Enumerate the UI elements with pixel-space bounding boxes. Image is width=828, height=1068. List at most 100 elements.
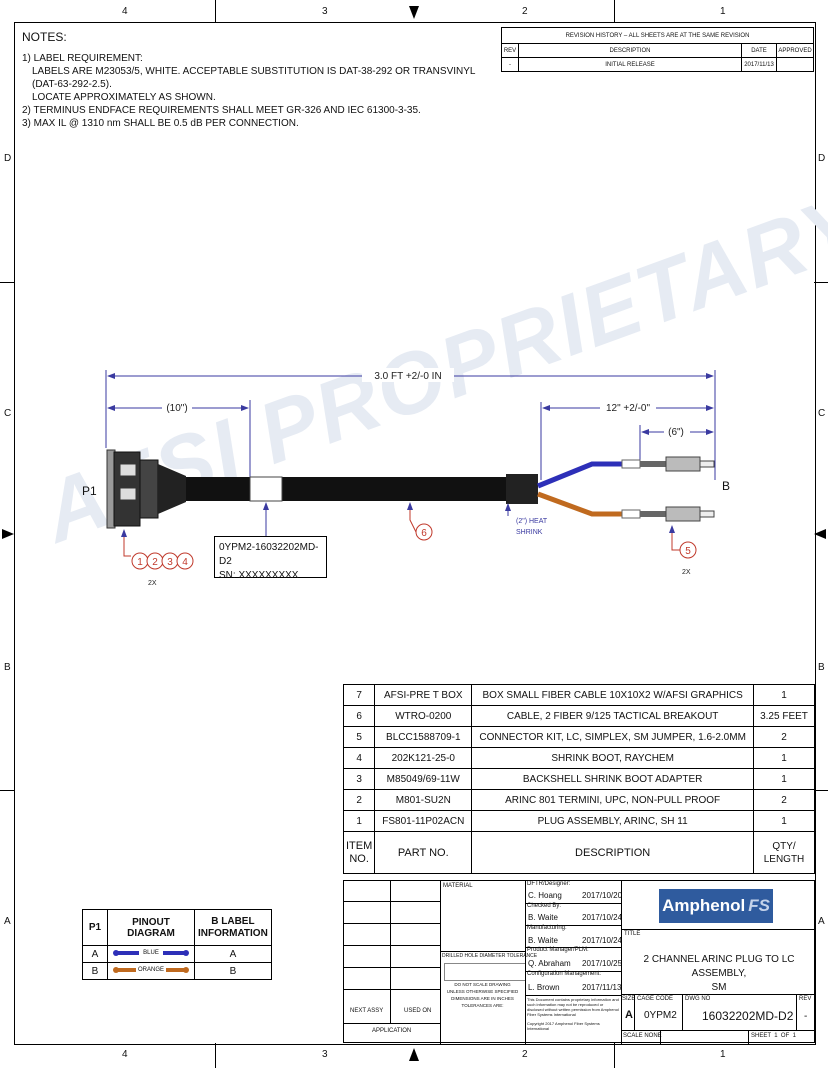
zone-label: 2 [522,1049,528,1060]
arinc-plug-connector [106,449,186,529]
pinout-header: PINOUT DIAGRAM [107,909,195,946]
pinout-header: INFORMATION [198,927,268,939]
used-on-label: USED ON [404,1008,432,1014]
note-line: 1) LABEL REQUIREMENT: [22,53,143,64]
note-line: 3) MAX IL @ 1310 nm SHALL BE 0.5 dB PER … [22,118,299,129]
balloon-number: 6 [421,528,427,539]
cage-code: 0YPM2 [644,1010,677,1021]
bom-item: 4 [342,747,376,769]
leg-offset-text: (6") [668,427,684,438]
title-block: NEXT ASSY USED ON APPLICATION MATERIAL D… [343,880,816,1044]
heat-shrink-callout: SHRINK [516,529,543,536]
balloon-number: 1 [137,557,143,568]
material-label: MATERIAL [443,883,473,889]
bom-item: 1 [342,810,376,832]
pinout-header: B LABEL [211,915,255,927]
bom-part: BLCC1588709-1 [374,726,473,748]
bom-header: DESCRIPTION [471,831,754,874]
bom-part: M801-SU2N [374,789,473,811]
note-line: LABELS ARE M23053/5, WHITE. ACCEPTABLE S… [32,66,476,90]
approval-date: 2017/10/25 [582,959,623,968]
bom-part: WTRO-0200 [374,705,473,727]
overall-length-text: 3.0 FT +2/-0 IN [374,371,441,382]
revision-title: REVISION HISTORY – ALL SHEETS ARE AT THE… [501,27,814,44]
lc-connector [640,456,715,472]
tolerance-note: DO NOT SCALE DRAWING [454,982,511,987]
center-mark-top [409,6,419,19]
approval-role: Checked By: [527,903,562,909]
bom-qty: 1 [753,684,815,706]
bom-desc: BACKSHELL SHRINK BOOT ADAPTER [471,768,754,790]
next-assy-label: NEXT ASSY [350,1008,384,1014]
center-mark-bottom [409,1048,419,1061]
bom-desc: PLUG ASSEMBLY, ARINC, SH 11 [471,810,754,832]
balloon-qty: 2X [682,569,691,576]
lc-connector [640,506,715,522]
balloon-number: 2 [152,557,158,568]
approval-role: Configuration Management: [527,971,602,977]
rev-label: REV [799,996,812,1002]
pinout-fiber [113,947,189,958]
rev-value: - [804,1011,808,1022]
revision-cell: INITIAL RELEASE [518,57,742,72]
bom-part: AFSI-PRE T BOX [374,684,473,706]
bom-qty: 2 [753,789,815,811]
bom-qty: 1 [753,747,815,769]
pinout-b: A [194,945,272,963]
size-label: SIZE [622,996,636,1002]
pinout-b: B [194,962,272,980]
revision-cell: 2017/11/13 [741,57,777,72]
drawing-title: 2 CHANNEL ARINC PLUG TO LC ASSEMBLY, [643,954,795,979]
revision-header: DATE [741,43,777,58]
zone-label: 4 [122,1049,128,1060]
zone-label: D [4,153,12,164]
bom-part: FS801-11P02ACN [374,810,473,832]
notes-heading: NOTES: [22,30,67,44]
approval-date: 2017/11/13 [582,983,622,992]
revision-header: APPROVED [776,43,814,58]
title-label: TITLE [624,931,641,937]
heat-shrink-callout: (2") HEAT [516,518,548,525]
revision-cell [776,57,814,72]
bom-desc: CABLE, 2 FIBER 9/125 TACTICAL BREAKOUT [471,705,754,727]
balloon-number: 4 [182,557,188,568]
balloon-connector [679,541,697,559]
notes-block: NOTES: 1) LABEL REQUIREMENT: LABELS ARE … [22,30,502,130]
bom-qty: 3.25 FEET [753,705,815,727]
bom-part: 202K121-25-0 [374,747,473,769]
label-offset-text: (10") [166,403,187,414]
tolerance-title: DRILLED HOLE DIAMETER TOLERANCE [442,953,538,959]
approval-role: Product Manager/PLM: [527,947,589,953]
bom-desc: ARINC 801 TERMINI, UPC, NON-PULL PROOF [471,789,754,811]
dwg-label: DWG NO [685,996,711,1002]
bom-header: LENGTH [763,853,805,865]
bom-item: 3 [342,768,376,790]
bom-part: M85049/69-11W [374,768,473,790]
end-b-label: B [722,479,730,493]
balloon-number: 3 [167,557,173,568]
zone-label: 3 [322,1049,328,1060]
revision-header: DESCRIPTION [518,43,742,58]
breakout-length-text: 12" +2/-0" [606,403,651,414]
bom-qty: 2 [753,726,815,748]
zone-label: A [4,916,11,927]
approval-role: DFTR/Designer: [527,881,571,887]
cable-drawing: 3.0 FT +2/-0 IN (10") 12" +2/-0" (6") P1… [82,368,730,587]
zone-label: C [4,408,12,419]
bom-item: 2 [342,789,376,811]
approval-name: Q. Abraham [528,959,571,968]
scale-label: SCALE NONE [623,1033,662,1039]
pinout-color: ORANGE [137,967,164,973]
tolerance-note: UNLESS OTHERWISE SPECIFIED [446,989,519,994]
bom-qty: 1 [753,810,815,832]
revision-header: REV [501,43,519,58]
zone-label: 1 [720,6,726,17]
tolerance-note: TOLERANCES ARE: [461,1003,504,1008]
